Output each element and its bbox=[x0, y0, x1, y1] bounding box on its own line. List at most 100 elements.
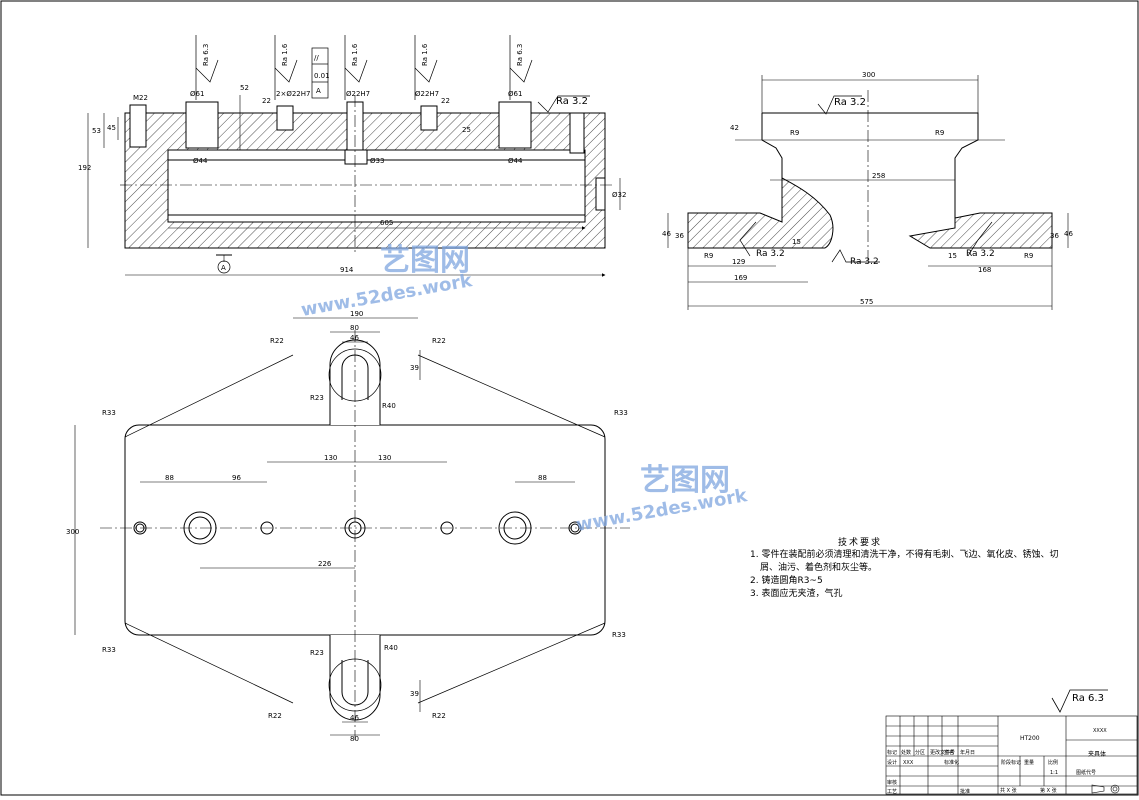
tb-sheet-no: 第 X 张 bbox=[1040, 787, 1057, 794]
ra-3-2-top: Ra 3.2 bbox=[556, 96, 588, 107]
tol-datum: A bbox=[316, 87, 321, 95]
dim-22-left: 22 bbox=[262, 97, 271, 105]
watermark-brand-1: 艺图网 bbox=[380, 243, 470, 278]
tb-row-count: 处数 bbox=[901, 749, 911, 756]
dim-r9-tl: R9 bbox=[790, 129, 799, 137]
tb-material: HT200 bbox=[1020, 735, 1040, 742]
dim-46-top: 46 bbox=[350, 334, 359, 342]
dim-914: 914 bbox=[340, 266, 354, 274]
dim-36-right: 36 bbox=[1050, 232, 1059, 240]
tol-parallel: // bbox=[314, 54, 319, 62]
dim-d33: Ø33 bbox=[370, 157, 384, 165]
dim-r9-br: R9 bbox=[1024, 252, 1033, 260]
plan-view bbox=[74, 317, 630, 740]
title-block bbox=[885, 715, 1138, 795]
dim-46-bottom: 46 bbox=[350, 714, 359, 722]
dim-88-left: 88 bbox=[165, 474, 174, 482]
dim-d44-left: Ø44 bbox=[193, 157, 208, 165]
dim-r23-top: R23 bbox=[310, 394, 324, 402]
dim-130-left: 130 bbox=[324, 454, 337, 462]
dim-258: 258 bbox=[872, 172, 885, 180]
ra-3-2-sec-mid: Ra 3.2 bbox=[850, 257, 879, 267]
label-d22h7-mid: Ø22H7 bbox=[346, 90, 370, 98]
dim-46-left: 46 bbox=[662, 230, 671, 238]
ra-1-6-b: Ra 1.6 bbox=[351, 43, 359, 66]
tb-stage-label: 阶段标记 bbox=[1001, 759, 1021, 766]
dim-r22-br: R22 bbox=[432, 712, 446, 720]
dim-d32: Ø32 bbox=[612, 191, 626, 199]
tb-code: XXXX bbox=[1093, 728, 1107, 734]
dim-300-plan: 300 bbox=[66, 528, 79, 536]
tb-role-process: 工艺 bbox=[887, 789, 897, 795]
tol-value: 0.01 bbox=[314, 72, 330, 80]
dim-r9-tr: R9 bbox=[935, 129, 944, 137]
datum-a: A bbox=[221, 264, 226, 272]
tech-req-item-1b: 屑、油污、着色剂和灰尘等。 bbox=[760, 563, 878, 573]
dim-r33-tl: R33 bbox=[102, 409, 116, 417]
ra-3-2-sec-top: Ra 3.2 bbox=[834, 97, 866, 108]
dim-39-top: 39 bbox=[410, 364, 419, 372]
dim-d44-right: Ø44 bbox=[508, 157, 523, 165]
tb-scale-label: 比例 bbox=[1048, 759, 1058, 766]
tb-row-zone: 分区 bbox=[915, 749, 925, 756]
title-block-labels: 标记 处数 分区 更改文件号 签名 年月日 设计 XXX 标准化 审核 工艺 批… bbox=[887, 728, 1107, 795]
dim-575: 575 bbox=[860, 298, 873, 306]
dim-r33-tr: R33 bbox=[614, 409, 628, 417]
tb-sheet-total: 共 X 张 bbox=[1000, 787, 1017, 794]
tb-row-date: 年月日 bbox=[960, 749, 975, 756]
dim-96: 96 bbox=[232, 474, 241, 482]
label-d61-left: Ø61 bbox=[190, 90, 204, 98]
dim-169: 169 bbox=[734, 274, 747, 282]
tb-role-standard: 标准化 bbox=[944, 759, 959, 766]
dim-605: 605 bbox=[380, 219, 393, 227]
dim-r22-tl: R22 bbox=[270, 337, 284, 345]
label-d61-right: Ø61 bbox=[508, 90, 522, 98]
dim-r22-bl: R22 bbox=[268, 712, 282, 720]
tech-req-item-3: 3. 表面应无夹渣，气孔 bbox=[750, 589, 843, 599]
dim-r40-top: R40 bbox=[382, 402, 396, 410]
tb-scale: 1:1 bbox=[1050, 770, 1058, 776]
tb-drawing-no: 图纸代号 bbox=[1076, 769, 1096, 776]
dim-42: 42 bbox=[730, 124, 739, 132]
dim-25: 25 bbox=[462, 126, 471, 134]
dim-r23-bottom: R23 bbox=[310, 649, 324, 657]
dim-226: 226 bbox=[318, 560, 332, 568]
ra-1-6-a: Ra 1.6 bbox=[281, 43, 289, 66]
dim-80-top: 80 bbox=[350, 324, 359, 332]
top-view bbox=[87, 35, 621, 277]
ra-3-2-sec-left: Ra 3.2 bbox=[756, 249, 785, 259]
dim-r33-br: R33 bbox=[612, 631, 626, 639]
dim-129: 129 bbox=[732, 258, 745, 266]
tech-req-item-1: 1. 零件在装配前必须清理和清洗干净，不得有毛刺、飞边、氧化皮、锈蚀、切 bbox=[750, 550, 1059, 560]
dim-45: 45 bbox=[107, 124, 116, 132]
dim-r22-tr: R22 bbox=[432, 337, 446, 345]
dim-190: 190 bbox=[350, 310, 363, 318]
tb-row-change: 更改文件号 bbox=[930, 749, 955, 756]
ra-3-2-sec-right: Ra 3.2 bbox=[966, 249, 995, 259]
ra-6-3-right: Ra 6.3 bbox=[516, 44, 524, 66]
top-view-labels: Ø61 M22 2×Ø22H7 Ø22H7 Ø22H7 Ø61 52 22 22… bbox=[78, 43, 626, 274]
dim-130-right: 130 bbox=[378, 454, 391, 462]
tb-role-review: 审核 bbox=[887, 779, 897, 786]
ra-6-3-left: Ra 6.3 bbox=[202, 44, 210, 66]
dim-22-right: 22 bbox=[441, 97, 450, 105]
tb-role-designer: XXX bbox=[903, 760, 914, 766]
dim-192: 192 bbox=[78, 164, 91, 172]
tb-weight-label: 重量 bbox=[1024, 759, 1034, 766]
dim-46-right: 46 bbox=[1064, 230, 1073, 238]
dim-15-left: 15 bbox=[792, 238, 801, 246]
dim-15-right: 15 bbox=[948, 252, 957, 260]
tech-req-item-2: 2. 铸造圆角R3~5 bbox=[750, 576, 823, 586]
tb-role-design: 设计 bbox=[887, 759, 897, 766]
dim-300-sec: 300 bbox=[862, 71, 875, 79]
dim-r33-bl: R33 bbox=[102, 646, 116, 654]
watermark-brand-2: 艺图网 bbox=[640, 463, 730, 498]
general-roughness-label: Ra 6.3 bbox=[1072, 693, 1104, 704]
tb-row-sign: 签名 bbox=[944, 749, 954, 756]
projection-symbol bbox=[1091, 784, 1120, 794]
dim-52: 52 bbox=[240, 84, 249, 92]
dim-80-bottom: 80 bbox=[350, 735, 359, 743]
